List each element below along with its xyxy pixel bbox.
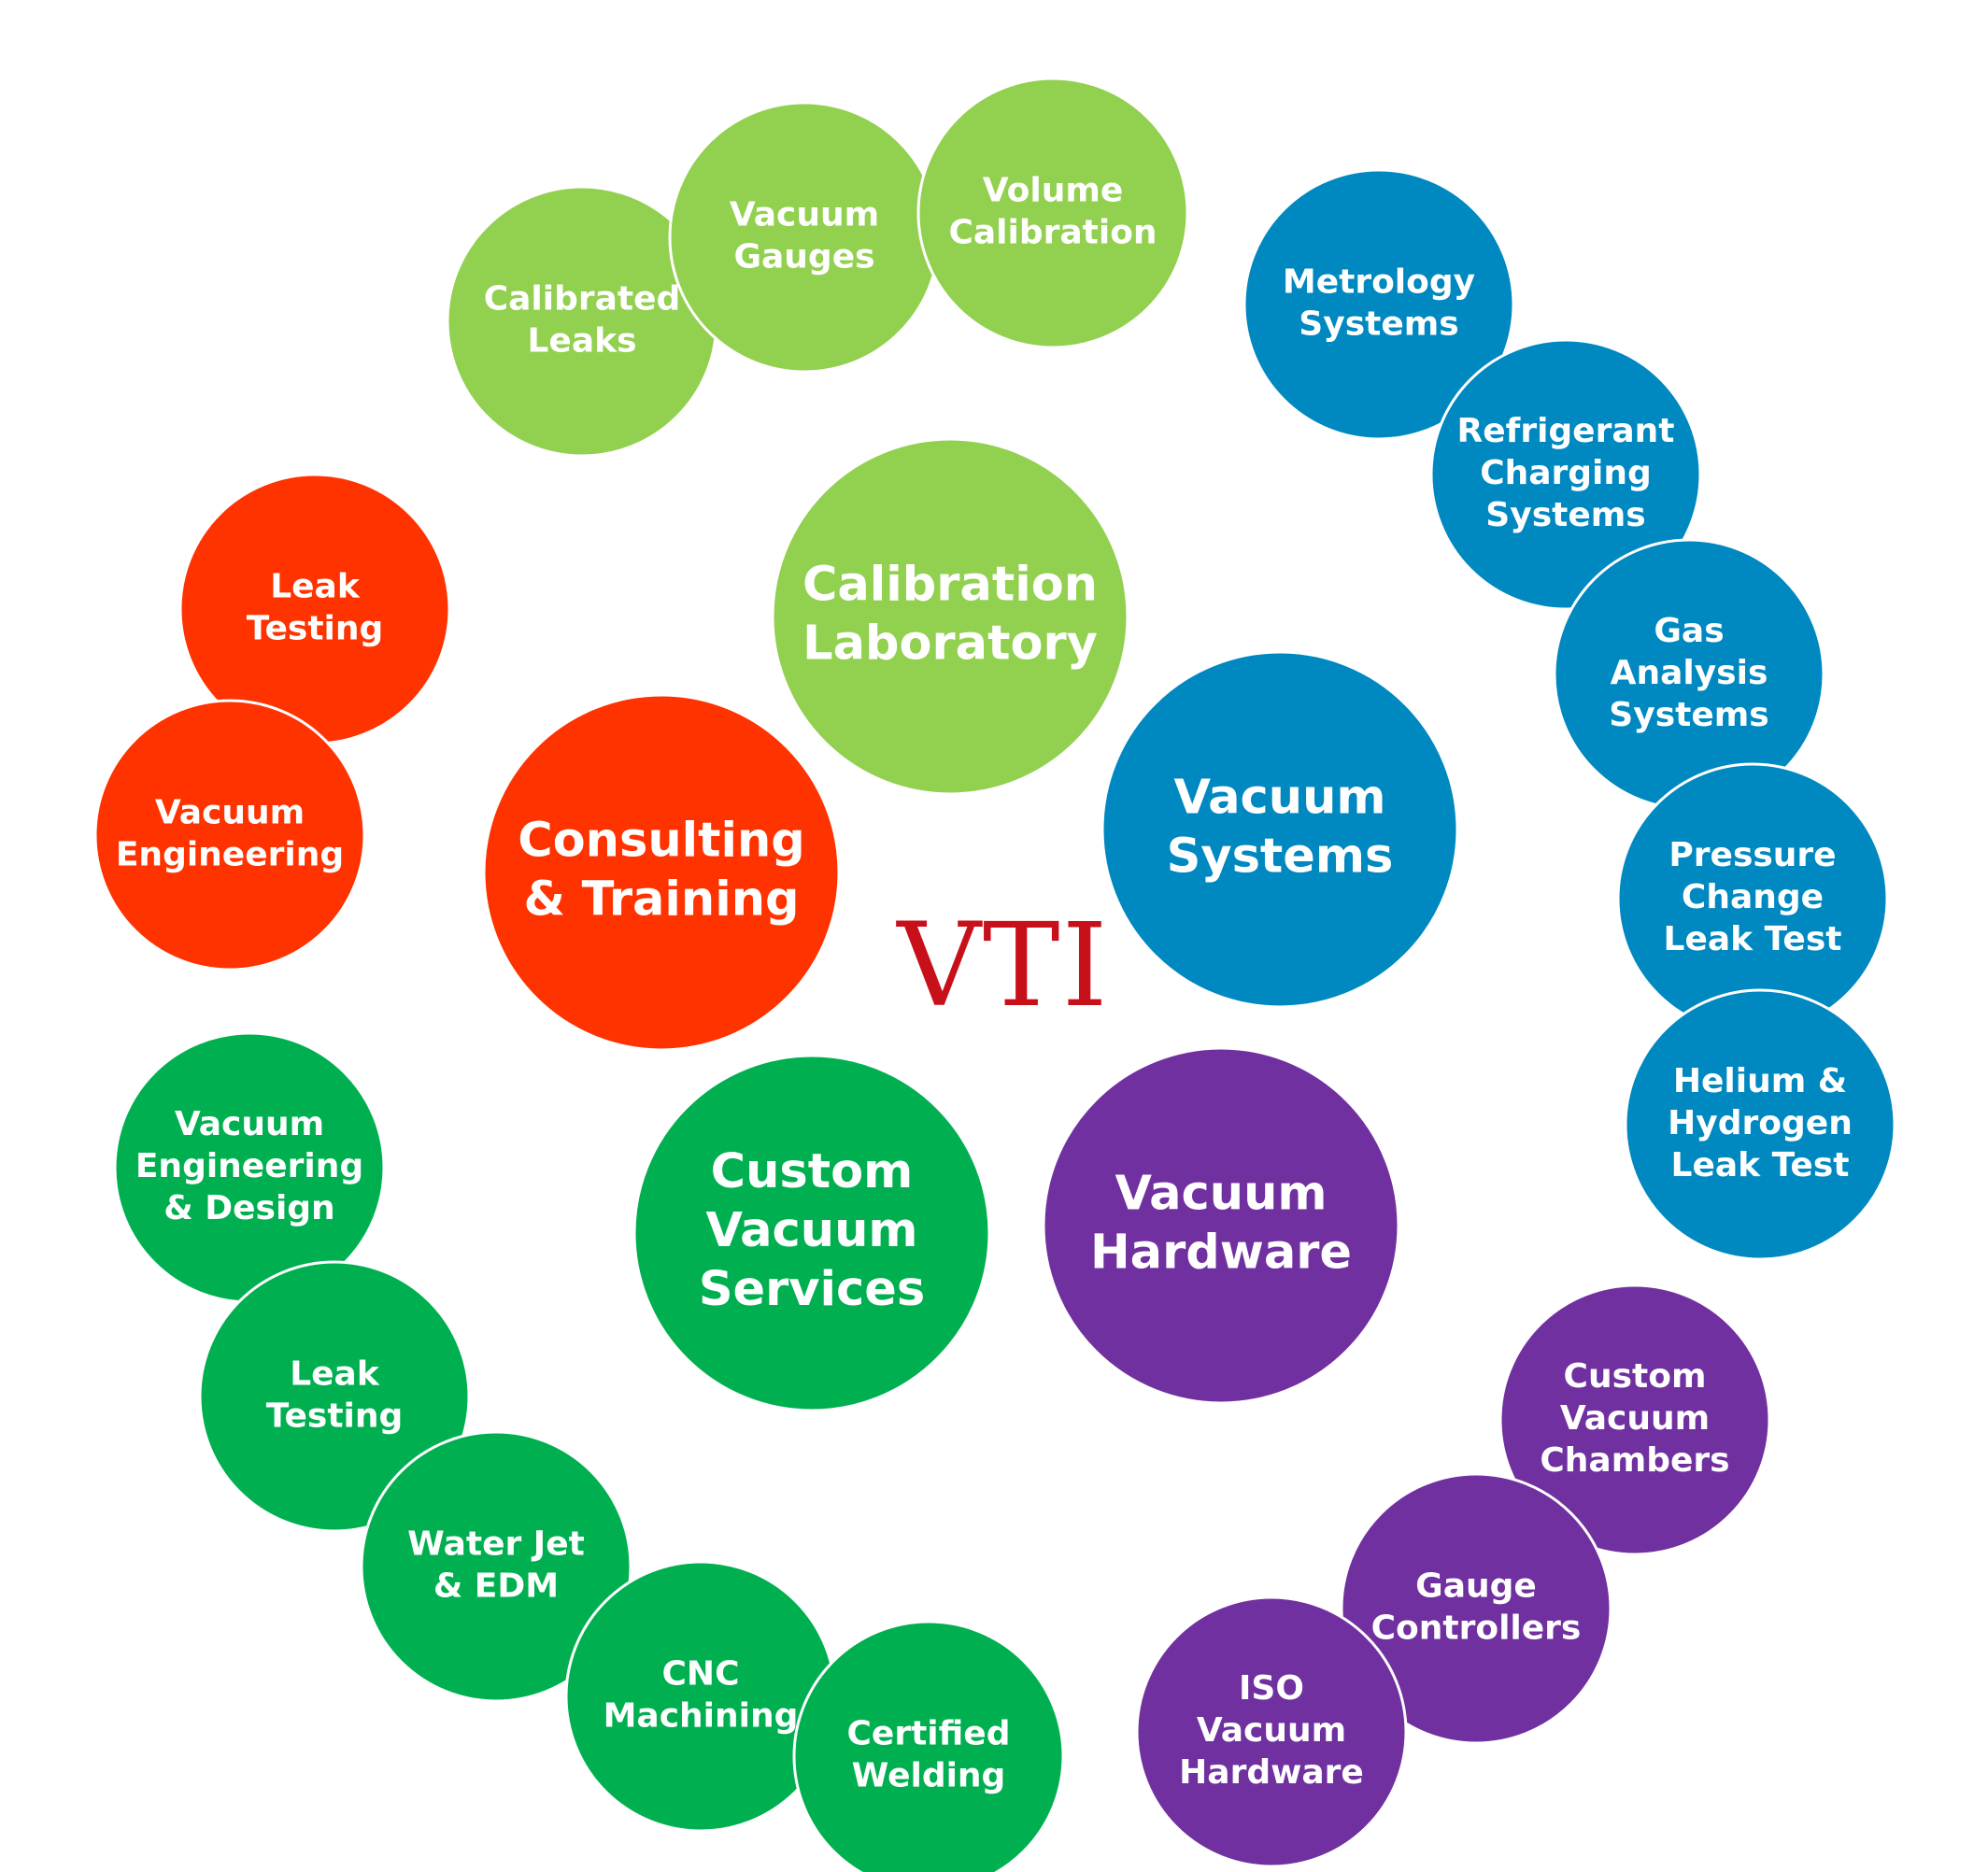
item-hardware-gauge-controllers-circle[interactable]: [1340, 1472, 1612, 1745]
item-hardware-custom-vacuum-chambers-circle[interactable]: [1498, 1283, 1771, 1556]
item-hardware-custom-vacuum-chambers-label-line: Vacuum: [1560, 1399, 1710, 1438]
hub-hardware-circle[interactable]: [1042, 1046, 1400, 1405]
item-calibration-volume-calibration-label-line: Calibration: [948, 214, 1157, 252]
item-systems-gas-analysis-systems-label-line: Systems: [1609, 696, 1768, 734]
hub-calibration-label-line: Laboratory: [802, 617, 1098, 672]
vti-logo-text: VTI: [895, 899, 1109, 1033]
hub-systems-label-line: Vacuum: [1173, 771, 1385, 826]
item-services-vacuum-engineering-and-design-label-line: & Design: [163, 1189, 334, 1227]
item-systems-gas-analysis-systems-label-line: Analysis: [1611, 654, 1768, 692]
item-systems-helium-and-hydrogen-leak-test-label-line: Helium &: [1673, 1062, 1847, 1100]
hub-services-circle[interactable]: [632, 1054, 991, 1412]
item-services-certified-welding-circle[interactable]: [792, 1620, 1065, 1872]
item-systems-refrigerant-charging-systems-label-line: Refrigerant: [1457, 412, 1675, 450]
item-consulting-leak-testing-label-line: Leak: [270, 568, 361, 606]
item-hardware-iso-vacuum-hardware-label-line: Vacuum: [1197, 1711, 1346, 1750]
hub-systems-label-line: Systems: [1167, 830, 1394, 885]
hub-services-label-line: Custom: [711, 1144, 914, 1199]
item-systems-gas-analysis-systems-label-line: Gas: [1654, 612, 1724, 650]
item-services-vacuum-engineering-and-design-label-line: Engineering: [135, 1147, 363, 1185]
item-hardware-gauge-controllers-label-line: Controllers: [1371, 1610, 1582, 1648]
hub-hardware-label-line: Hardware: [1090, 1226, 1352, 1281]
item-hardware-gauge-controllers-label-line: Gauge: [1415, 1567, 1537, 1606]
item-calibration-calibrated-leaks-label-line: Leaks: [527, 322, 636, 361]
item-hardware-iso-vacuum-hardware-label-line: ISO: [1239, 1669, 1304, 1708]
item-calibration-calibrated-leaks-label-line: Calibrated: [484, 280, 681, 319]
item-services-certified-welding-label-line: Welding: [852, 1757, 1006, 1795]
hub-consulting-label-line: Consulting: [518, 814, 805, 869]
hub-hardware-label-line: Vacuum: [1115, 1167, 1327, 1222]
item-hardware-custom-vacuum-chambers-label-line: Custom: [1564, 1357, 1707, 1396]
item-calibration-vacuum-gauges-label-line: Vacuum: [730, 196, 879, 234]
item-hardware-iso-vacuum-hardware-circle[interactable]: [1135, 1595, 1408, 1868]
item-systems-refrigerant-charging-systems-circle[interactable]: [1429, 338, 1702, 611]
item-services-leak-testing-label-line: Testing: [266, 1397, 404, 1436]
item-consulting-vacuum-engineering-label-line: Engineering: [116, 836, 344, 874]
hub-consulting[interactable]: Consulting& Training: [482, 693, 841, 1052]
hub-consulting-label-line: & Training: [523, 872, 799, 928]
hub-services-label-line: Services: [699, 1262, 925, 1317]
item-calibration-volume-calibration-label-line: Volume: [983, 172, 1124, 210]
item-systems-helium-and-hydrogen-leak-test-circle[interactable]: [1624, 988, 1896, 1261]
item-services-water-jet-and-edm-label-line: & EDM: [433, 1567, 559, 1606]
item-services-leak-testing-label-line: Leak: [290, 1355, 380, 1394]
item-systems-refrigerant-charging-systems-label-line: Charging: [1480, 454, 1652, 492]
item-hardware-iso-vacuum-hardware-label-line: Hardware: [1179, 1753, 1364, 1792]
item-systems-helium-and-hydrogen-leak-test-label-line: Hydrogen: [1668, 1104, 1853, 1142]
outer-bubbles: CalibratedLeaksVacuumGaugesVolumeCalibra…: [93, 77, 1896, 1872]
item-services-water-jet-and-edm-circle[interactable]: [360, 1430, 632, 1703]
hub-calibration-circle[interactable]: [771, 437, 1129, 796]
item-consulting-vacuum-engineering-circle[interactable]: [93, 699, 366, 971]
hub-consulting-circle[interactable]: [482, 693, 841, 1052]
item-systems-metrology-systems-label-line: Metrology: [1283, 263, 1475, 302]
item-systems-metrology-systems-circle[interactable]: [1242, 168, 1515, 441]
item-systems-pressure-change-leak-test-label-line: Change: [1682, 878, 1824, 916]
item-systems-pressure-change-leak-test-label-line: Leak Test: [1664, 920, 1842, 958]
item-calibration-vacuum-gauges-label-line: Gauges: [733, 238, 874, 277]
item-services-water-jet-and-edm[interactable]: Water Jet& EDM: [360, 1430, 632, 1703]
item-services-vacuum-engineering-and-design-label-line: Vacuum: [175, 1105, 324, 1143]
item-services-cnc-machining-label-line: Machining: [604, 1697, 799, 1736]
item-consulting-leak-testing-label-line: Testing: [247, 610, 384, 648]
item-systems-metrology-systems-label-line: Systems: [1299, 305, 1458, 344]
item-hardware-custom-vacuum-chambers-label-line: Chambers: [1540, 1441, 1729, 1480]
item-services-certified-welding-label-line: Certified: [846, 1715, 1010, 1753]
item-systems-pressure-change-leak-test-label-line: Pressure: [1668, 836, 1836, 874]
hub-systems-circle[interactable]: [1100, 650, 1459, 1009]
item-consulting-vacuum-engineering-label-line: Vacuum: [155, 794, 305, 832]
hub-services-label-line: Vacuum: [705, 1203, 917, 1258]
hub-calibration-label-line: Calibration: [802, 558, 1098, 613]
item-services-cnc-machining-label-line: CNC: [662, 1655, 740, 1694]
item-systems-helium-and-hydrogen-leak-test-label-line: Leak Test: [1671, 1146, 1850, 1184]
item-systems-refrigerant-charging-systems-label-line: Systems: [1485, 496, 1645, 534]
item-services-leak-testing-circle[interactable]: [198, 1260, 471, 1533]
hub-bubbles: CalibrationLaboratoryVacuumSystemsConsul…: [482, 437, 1459, 1412]
item-calibration-volume-calibration-circle[interactable]: [916, 77, 1189, 349]
item-services-water-jet-and-edm-label-line: Water Jet: [407, 1525, 585, 1564]
